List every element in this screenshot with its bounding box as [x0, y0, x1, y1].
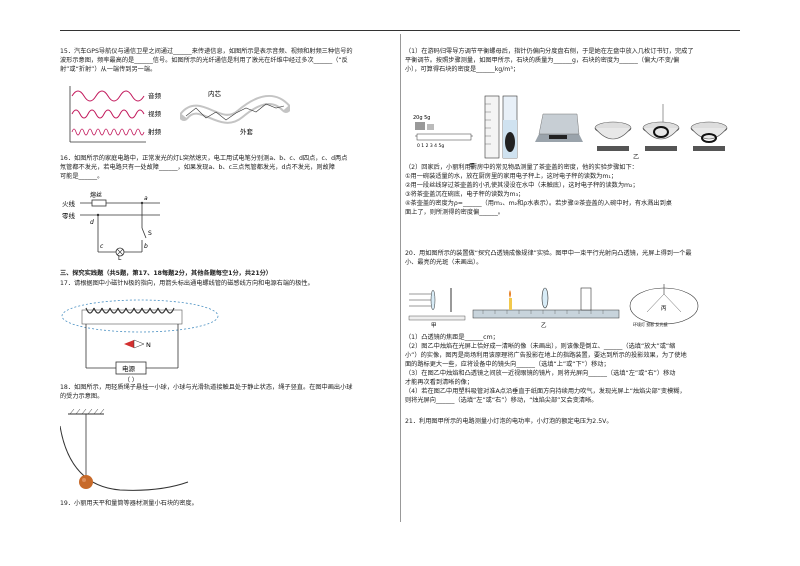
- label-c: c: [100, 243, 104, 250]
- q20-s2a: （2）图乙中烛焰在光屏上恰好成一清晰的像（未画出），则该像是倒立、______（…: [405, 342, 676, 350]
- q20-s1: （1）凸透镜的焦距是______cm；: [405, 334, 499, 341]
- question-18: 18．如图所示，用轻质绳子悬挂一小球，小球与光滑轨道接触且处于静止状态，绳子竖直…: [60, 384, 390, 402]
- r2-line6: 面上了，则所测得的密度偏______。: [405, 208, 504, 216]
- r1-line2: 平衡调节。按照步骤测量，如图甲所示，石块的质量为______g，石块的密度为__…: [405, 56, 680, 64]
- ball-on-track-figure: [60, 408, 189, 491]
- projection-bing-figure: 环境灯 投影 反光镜 丙: [629, 284, 699, 327]
- teapot-lid-steps-figure: [594, 104, 728, 151]
- q18-line2: 的受力示意图。: [60, 392, 104, 400]
- r2-line2: ①用一碗装适量的水，放在厨房里的家用电子秤上，这时电子秤的读数为m₁；: [405, 172, 618, 180]
- q15-line3: 射”或“折射”）从一端传到另一端。: [60, 65, 157, 73]
- label-b: b: [144, 243, 148, 250]
- q15-line2: 波形示意图，频率最高的是______信号。如图所示的光纤通信是利用了激光在纤维中…: [60, 56, 348, 64]
- figure-jia-lens-label: 甲: [431, 322, 437, 328]
- figure-yi-label-scale: 乙: [633, 154, 640, 161]
- q20-s3a: （3）在图乙中烛焰和凸透镜之间放一近视眼镜的镜片，则将光屏向______（选填“…: [405, 369, 676, 377]
- label-a: a: [144, 195, 148, 202]
- section-3-title: 三、探究实践题（共5题，第17、18每题2分，其他各题每空1分，共21分）: [60, 270, 272, 277]
- part-1-balance: （1）在游码归零导方调节平衡螺母后，指针仍偏向分度盘右侧，于是她在左盘中放入几枚…: [405, 48, 740, 75]
- label-switch: S: [148, 230, 152, 237]
- figure-bing-label: 丙: [661, 305, 667, 312]
- question-17: 17．请根据图中小磁针N极的指向，用箭头标出通电螺线管的磁感线方向和电源右端的极…: [60, 280, 390, 289]
- solenoid-figure: 电源 （ ） N: [61, 299, 219, 384]
- q18-line1: 18．如图所示，用轻质绳子悬挂一小球，小球与光滑轨道接触且处于静止状态，绳子竖直…: [60, 384, 353, 391]
- figure-jia-label: 甲: [469, 163, 475, 170]
- q21-line1: 21．利用图甲所示的电路测量小灯泡的电功率，小灯泡的额定电压为2.5V。: [405, 418, 613, 425]
- question-15: 15．汽车GPS导航仪与通信卫星之间通过______来传递信息，如图所示是表示音…: [60, 48, 390, 75]
- balance-cylinder-figure: 20g 5g 0 1 2 3 4 5g 甲: [413, 95, 518, 170]
- question-20-subparts: （1）凸透镜的焦距是______cm； （2）图乙中烛焰在光屏上恰好成一清晰的像…: [405, 334, 740, 406]
- label-fire-line: 火线: [62, 199, 76, 208]
- household-circuit-figure: 火线 零线 熔丝 a b c d S L: [62, 191, 160, 260]
- q20-line2: 小、最亮的光斑（未画出）。: [405, 258, 483, 266]
- r1-line3: 小），可算得石块的密度是______kg/m³；: [405, 65, 520, 73]
- label-rf: 射频: [148, 127, 162, 136]
- header-rule: [60, 30, 740, 31]
- q16-line2: 氖管都不发光，若电路只有一处故障______，如果发现a、b、c三点氖管都发光，…: [60, 163, 335, 171]
- label-d: d: [90, 219, 94, 226]
- q20-s4a: （4）若在图乙中用塑料吸管对准A点沿垂直于纸面方向持续用力吹气，发现光屏上“烛焰…: [405, 387, 686, 395]
- question-21: 21．利用图甲所示的电路测量小灯泡的电功率，小灯泡的额定电压为2.5V。: [405, 418, 740, 427]
- question-20: 20．用如图所示的装置做“探究凸透镜成像规律”实验。图甲中一束平行光射向凸透镜，…: [405, 250, 740, 268]
- optical-fiber-figure: 内芯 外套: [180, 89, 290, 136]
- question-16: 16．如图所示的家庭电路中，正常发光的灯L突然熄灭，电工用试电笔分别测a、b、c…: [60, 155, 390, 182]
- r1-line1: （1）在游码归零导方调节平衡螺母后，指针仍偏向分度盘右侧，于是她在左盘中放入几枚…: [405, 48, 694, 55]
- electronic-scale-figure: [535, 113, 583, 142]
- q17-line1: 17．请根据图中小磁针N极的指向，用箭头标出通电螺线管的磁感线方向和电源右端的极…: [60, 280, 314, 287]
- q20-s2b: 小”）的实像，图丙是商场利用该原理将广告投影在地上的指路装置，要达到所示的投影效…: [405, 351, 687, 359]
- label-lamp: L: [118, 255, 122, 260]
- weights-label: 20g 5g: [413, 115, 430, 121]
- label-north: N: [146, 341, 151, 349]
- label-cladding: 外套: [240, 127, 254, 136]
- label-audio: 音频: [148, 91, 162, 100]
- q20-s3b: 才能再次看到清晰的像；: [405, 378, 474, 386]
- label-core: 内芯: [208, 89, 222, 98]
- r2-line1: （2）回家后，小丽利用厨房中的常见物品测量了茶壶盖的密度，他的实验步骤如下：: [405, 164, 638, 171]
- q16-line1: 16．如图所示的家庭电路中，正常发光的灯L突然熄灭，电工用试电笔分别测a、b、c…: [60, 155, 348, 162]
- label-fuse: 熔丝: [90, 191, 102, 199]
- q20-s4b: 则将光屏向______（选填“左”或“右”）移动，“烛焰尖部”又会变清晰。: [405, 396, 598, 404]
- label-video: 视频: [148, 109, 162, 118]
- q20-line1: 20．用如图所示的装置做“探究凸透镜成像规律”实验。图甲中一束平行光射向凸透镜，…: [405, 250, 692, 257]
- q19-line1: 19．小丽用天平和量筒等器材测量小石块的密度。: [60, 500, 198, 507]
- label-power: 电源: [122, 364, 136, 373]
- label-zero-line: 零线: [62, 211, 76, 220]
- r2-line3: ②用一段丝线穿过茶壶盖的小孔使其浸没在水中（未触底），这时电子秤的读数为m₂；: [405, 181, 639, 189]
- scale-ticks: 0 1 2 3 4 5g: [417, 143, 444, 149]
- lamp-labels: 环境灯 投影 反光镜: [633, 321, 668, 327]
- r2-line4: ③将茶壶盖沉在碗底，电子秤的读数为m₃；: [405, 190, 525, 198]
- lens-setup-jia-figure: 甲: [408, 288, 466, 328]
- label-paren: （ ）: [124, 377, 138, 384]
- question-19: 19．小丽用天平和量筒等器材测量小石块的密度。: [60, 500, 390, 509]
- part-2-teapot: （2）回家后，小丽利用厨房中的常见物品测量了茶壶盖的密度，他的实验步骤如下： ①…: [405, 164, 740, 218]
- q20-s2c: 面的路标更大一些，应将设备中的镜头向______（选填“上”或“下”）移动；: [405, 360, 610, 368]
- r2-line5: ④茶壶盖的密度为ρ=______（用m₁、m₂和ρ水表示）。若步骤②茶壶盖的入碗…: [405, 199, 672, 207]
- q15-line1: 15．汽车GPS导航仪与通信卫星之间通过______来传递信息，如图所示是表示音…: [60, 48, 353, 55]
- wave-signal-figure: 音频 视频 射频: [69, 86, 162, 143]
- figure-yi-bench-label: 乙: [541, 322, 547, 328]
- q16-line3: 可能是______。: [60, 172, 104, 180]
- optical-bench-yi-figure: 乙: [472, 287, 620, 328]
- column-divider: [400, 34, 401, 522]
